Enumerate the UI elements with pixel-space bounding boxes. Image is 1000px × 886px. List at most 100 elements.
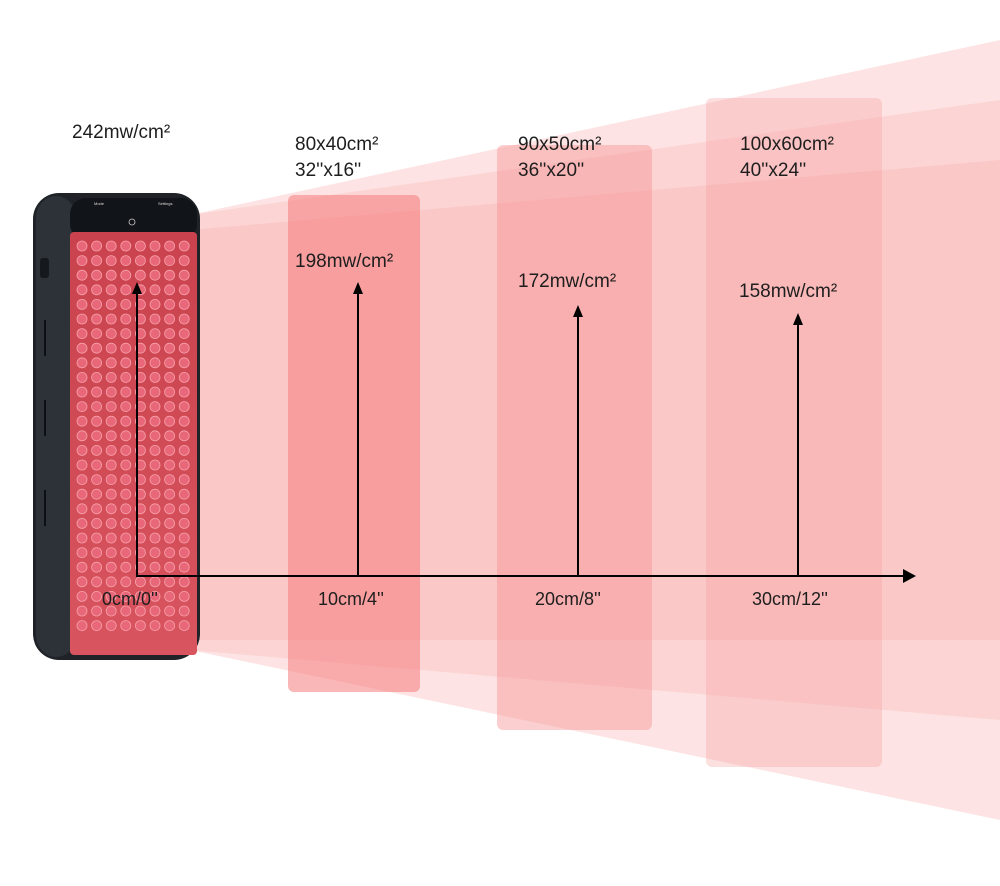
led bbox=[149, 313, 161, 325]
led bbox=[164, 576, 176, 588]
led bbox=[91, 620, 102, 631]
led bbox=[164, 328, 176, 340]
led bbox=[91, 444, 102, 456]
led bbox=[91, 591, 102, 602]
led bbox=[105, 503, 117, 515]
led bbox=[91, 532, 102, 544]
led bbox=[105, 386, 117, 398]
led bbox=[91, 503, 102, 515]
led bbox=[149, 620, 161, 631]
led bbox=[91, 313, 102, 325]
led bbox=[164, 518, 176, 529]
led bbox=[76, 532, 88, 544]
distance-20cm: 20cm/8'' bbox=[535, 589, 601, 609]
led bbox=[91, 605, 102, 617]
projection-panel-10cm bbox=[288, 195, 420, 692]
led bbox=[91, 488, 102, 500]
led bbox=[76, 444, 88, 456]
led bbox=[105, 591, 117, 602]
led bbox=[149, 386, 161, 398]
led bbox=[105, 488, 117, 500]
led bbox=[76, 342, 88, 354]
led bbox=[178, 401, 190, 413]
led bbox=[149, 503, 161, 515]
led bbox=[76, 518, 88, 529]
led bbox=[91, 298, 102, 310]
led bbox=[149, 591, 161, 602]
led bbox=[164, 401, 176, 413]
led bbox=[76, 255, 88, 267]
led bbox=[149, 357, 161, 369]
led bbox=[120, 371, 132, 383]
led bbox=[120, 415, 132, 427]
led bbox=[164, 503, 176, 515]
led bbox=[164, 532, 176, 544]
led bbox=[178, 503, 190, 515]
led bbox=[164, 561, 176, 573]
led bbox=[149, 444, 161, 456]
led bbox=[178, 240, 190, 252]
led bbox=[120, 532, 132, 544]
led bbox=[120, 328, 132, 340]
area-imperial-30cm: 40''x24'' bbox=[740, 160, 807, 181]
led bbox=[105, 255, 117, 267]
device-settings-label: Settings bbox=[158, 201, 173, 206]
led bbox=[91, 561, 102, 573]
power-icon bbox=[128, 218, 136, 226]
led bbox=[91, 547, 102, 558]
power-20cm: 172mw/cm² bbox=[518, 271, 617, 292]
led bbox=[120, 313, 132, 325]
led bbox=[105, 474, 117, 486]
led bbox=[164, 430, 176, 442]
led bbox=[134, 269, 146, 281]
led bbox=[178, 269, 190, 281]
led bbox=[120, 357, 132, 369]
led bbox=[120, 255, 132, 267]
led bbox=[134, 240, 146, 252]
led bbox=[178, 444, 190, 456]
led bbox=[91, 284, 102, 296]
led bbox=[105, 371, 117, 383]
area-metric-30cm: 100x60cm² bbox=[740, 134, 834, 155]
led bbox=[76, 591, 88, 602]
led bbox=[76, 240, 88, 252]
led bbox=[164, 269, 176, 281]
led bbox=[76, 298, 88, 310]
led bbox=[91, 518, 102, 529]
led bbox=[76, 284, 88, 296]
led bbox=[91, 328, 102, 340]
led bbox=[76, 488, 88, 500]
led bbox=[134, 620, 146, 631]
led bbox=[105, 576, 117, 588]
led bbox=[178, 591, 190, 602]
led bbox=[76, 328, 88, 340]
led bbox=[164, 357, 176, 369]
led bbox=[76, 459, 88, 471]
area-imperial-20cm: 36''x20'' bbox=[518, 160, 585, 181]
led bbox=[120, 591, 132, 602]
led bbox=[105, 459, 117, 471]
led bbox=[120, 269, 132, 281]
device-mode-label: Mode bbox=[94, 201, 105, 206]
led bbox=[149, 415, 161, 427]
led bbox=[149, 547, 161, 558]
led bbox=[134, 591, 146, 602]
led bbox=[164, 444, 176, 456]
led bbox=[76, 576, 88, 588]
led bbox=[149, 371, 161, 383]
led bbox=[178, 474, 190, 486]
led bbox=[178, 605, 190, 617]
projection-panel-30cm bbox=[706, 98, 882, 767]
led bbox=[178, 532, 190, 544]
led bbox=[164, 255, 176, 267]
led bbox=[91, 576, 102, 588]
area-imperial-10cm: 32''x16'' bbox=[295, 160, 362, 181]
led bbox=[178, 547, 190, 558]
led bbox=[178, 430, 190, 442]
led bbox=[178, 561, 190, 573]
led bbox=[105, 342, 117, 354]
led bbox=[91, 459, 102, 471]
led bbox=[149, 430, 161, 442]
area-metric-20cm: 90x50cm² bbox=[518, 134, 602, 155]
red-light-device bbox=[33, 193, 200, 660]
